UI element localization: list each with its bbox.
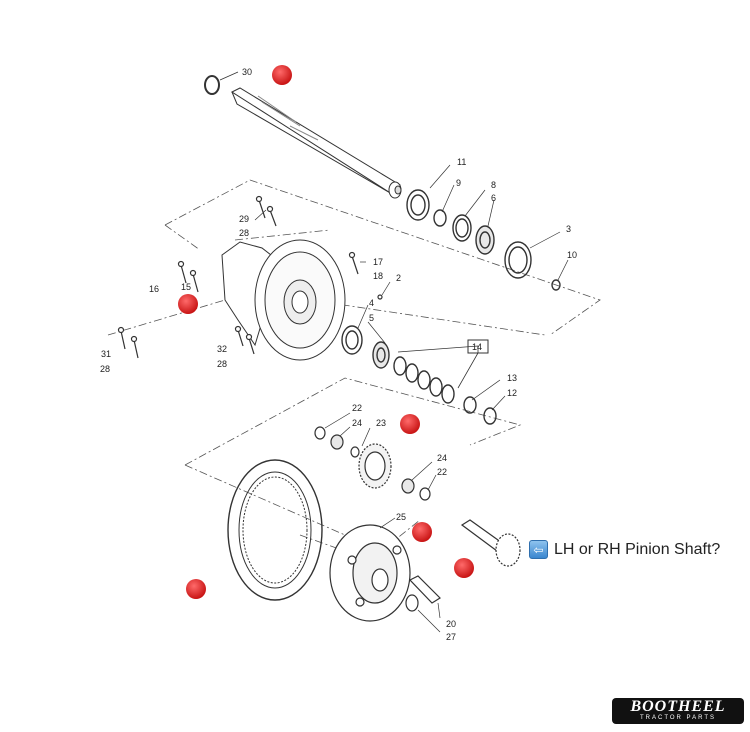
part-14-bracket <box>397 345 479 389</box>
part-label: 23 <box>376 418 386 428</box>
pinion-shaft-callout: ⇦ LH or RH Pinion Shaft? <box>529 540 720 559</box>
ring-gear <box>227 459 323 601</box>
input-shaft <box>230 87 402 199</box>
planet-carrier <box>329 524 411 622</box>
planet-gear-set <box>314 426 431 501</box>
upper-bearing-stack <box>406 189 561 291</box>
leader-lines <box>219 71 569 633</box>
part-label: 16 <box>149 284 159 294</box>
part-label: 22 <box>437 467 447 477</box>
part-label: 4 <box>369 298 374 308</box>
part-label: 27 <box>446 632 456 642</box>
part-label: 24 <box>352 418 362 428</box>
part-label: 28 <box>239 228 249 238</box>
main-housing <box>221 239 346 361</box>
part-label: 20 <box>446 619 456 629</box>
part-label: 30 <box>242 67 252 77</box>
left-arrow-icon: ⇦ <box>529 540 548 559</box>
brand-logo: BOOTHEEL TRACTOR PARTS <box>612 698 744 724</box>
part-label: 31 <box>101 349 111 359</box>
part-label: 32 <box>217 344 227 354</box>
part-label: 14 <box>472 342 482 352</box>
hotspot-ring-gear[interactable] <box>186 579 206 599</box>
part-label: 10 <box>567 250 577 260</box>
part-label: 29 <box>239 214 249 224</box>
assembly-boundaries <box>107 179 601 561</box>
part-label: 17 <box>373 257 383 267</box>
part-label: 24 <box>437 453 447 463</box>
hotspots[interactable] <box>178 65 474 599</box>
part-label: 25 <box>396 512 406 522</box>
part-label: 13 <box>507 373 517 383</box>
part-label: 18 <box>373 271 383 281</box>
hotspot-pinion-shaft[interactable] <box>454 558 474 578</box>
planet-pin <box>405 575 441 612</box>
part-label: 22 <box>352 403 362 413</box>
hotspot-planet-carrier[interactable] <box>412 522 432 542</box>
brand-name: BOOTHEEL <box>630 698 726 715</box>
part-label: 28 <box>100 364 110 374</box>
hotspot-planet-gear[interactable] <box>400 414 420 434</box>
part-label: 2 <box>396 273 401 283</box>
part-label: 8 <box>491 180 496 190</box>
part-label: 12 <box>507 388 517 398</box>
snap-ring-30 <box>204 75 220 95</box>
brand-tagline: TRACTOR PARTS <box>639 715 716 721</box>
hotspot-housing[interactable] <box>178 294 198 314</box>
callout-text: LH or RH Pinion Shaft? <box>554 540 721 558</box>
part-label: 11 <box>457 157 466 167</box>
part-label: 6 <box>491 193 496 203</box>
part-label: 3 <box>566 224 571 234</box>
pinion-shaft <box>460 519 521 567</box>
bolts <box>117 195 383 359</box>
part-label: 15 <box>181 282 191 292</box>
part-label: 9 <box>456 178 461 188</box>
hotspot-input-shaft[interactable] <box>272 65 292 85</box>
part-labels: 30 11 9 8 6 3 10 29 28 17 18 2 16 15 4 5… <box>100 67 577 642</box>
part-label: 28 <box>217 359 227 369</box>
mid-bearing-stack <box>341 325 497 425</box>
part-label: 5 <box>369 313 374 323</box>
